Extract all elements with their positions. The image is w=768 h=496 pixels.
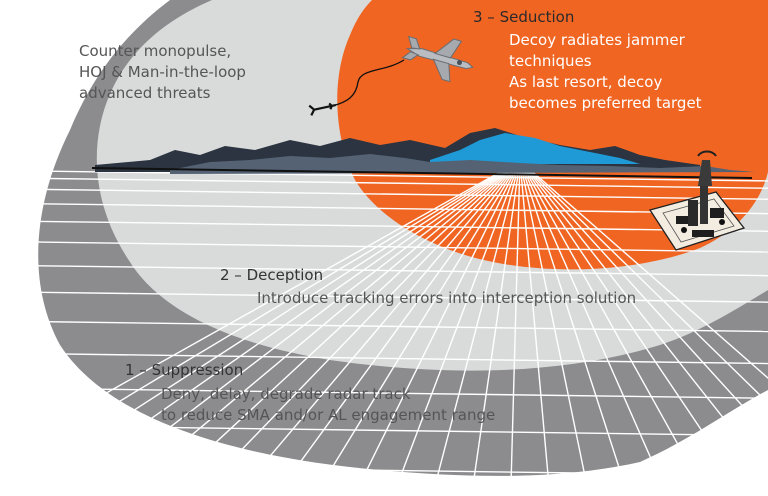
- suppression-description: Deny, delay, degrade radar track to redu…: [161, 384, 495, 426]
- threats-line: HOJ & Man-in-the-loop: [79, 63, 246, 81]
- grid-line: [30, 188, 768, 200]
- suppression-line: Deny, delay, degrade radar track: [161, 385, 411, 403]
- grid-line: [30, 464, 768, 477]
- grid-line: [30, 177, 768, 189]
- grid-line: [30, 220, 768, 232]
- deception-title: 2 – Deception: [220, 266, 324, 284]
- grid-line: [509, 168, 521, 496]
- suppression-title: 1 – Suppression: [125, 361, 244, 379]
- threats-label: Counter monopulse, HOJ & Man-in-the-loop…: [79, 41, 246, 104]
- grid-line: [524, 168, 763, 496]
- grid-line: [520, 168, 595, 496]
- seduction-description: Decoy radiates jammer techniques As last…: [509, 30, 702, 114]
- deception-description: Introduce tracking errors into intercept…: [257, 288, 636, 309]
- mountain-range-blue: [430, 133, 640, 164]
- grid-line: [522, 168, 679, 496]
- grid-line: [30, 291, 768, 303]
- grid-line: [526, 168, 768, 496]
- radar-site-icon: [648, 150, 746, 251]
- grid-line: [521, 168, 637, 496]
- threats-line: Counter monopulse,: [79, 42, 232, 60]
- grid-line: [30, 424, 768, 437]
- grid-line: [425, 168, 519, 496]
- seduction-line: becomes preferred target: [509, 94, 702, 112]
- horizon-line: [91, 167, 753, 179]
- seduction-title: 3 – Seduction: [473, 8, 575, 26]
- suppression-line: to reduce SMA and/or AL engagement range: [161, 406, 496, 424]
- seduction-line: As last resort, decoy: [509, 73, 663, 91]
- seduction-line: techniques: [509, 52, 592, 70]
- grid-line: [30, 387, 768, 399]
- grid-line: [519, 168, 553, 496]
- missile-icon: [308, 102, 336, 116]
- missile-trajectory: [331, 59, 405, 107]
- grid-line: [30, 320, 768, 333]
- grid-line: [341, 168, 518, 496]
- deception-line: Introduce tracking errors into intercept…: [257, 289, 637, 307]
- grid-line: [30, 202, 768, 215]
- grid-line: [523, 168, 721, 496]
- ground-grid: [30, 168, 768, 496]
- grid-line: [30, 264, 768, 277]
- grid-line: [467, 168, 520, 496]
- fighter-jet-icon: [401, 35, 474, 83]
- grid-line: [30, 170, 768, 182]
- grid-line: [30, 241, 768, 253]
- grid-line: [527, 168, 768, 496]
- grid-line: [525, 168, 768, 496]
- mountain-range-front: [170, 154, 755, 174]
- grid-line: [299, 168, 517, 496]
- seduction-line: Decoy radiates jammer: [509, 31, 685, 49]
- grid-line: [383, 168, 518, 496]
- threats-line: advanced threats: [79, 84, 211, 102]
- grid-line: [526, 168, 768, 496]
- grid-line: [30, 352, 768, 365]
